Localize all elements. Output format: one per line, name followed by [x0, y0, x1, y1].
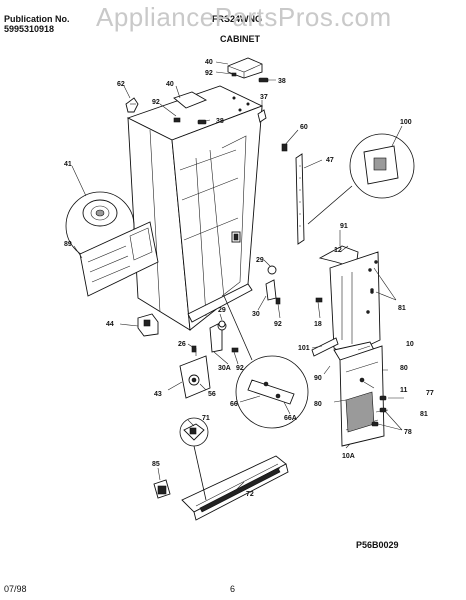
callout-label: 66 — [230, 401, 238, 408]
side-panel-part — [329, 251, 381, 357]
publication-label: Publication No. — [4, 14, 70, 24]
callout-label: 92 — [236, 365, 244, 372]
leg-bracket-part — [209, 321, 227, 353]
hinge-bar-part — [311, 337, 339, 357]
callout-label: 71 — [202, 415, 210, 422]
callout-label: 92 — [274, 321, 282, 328]
callout-label: 10A — [342, 453, 355, 460]
callout-label: 85 — [152, 461, 160, 468]
section-title: CABINET — [220, 34, 260, 44]
leveling-bracket-part — [137, 313, 159, 337]
callout-labels: 40 92 38 62 40 92 38 37 60 47 100 41 89 … — [64, 59, 434, 498]
small-bolts-part — [265, 260, 378, 305]
watermark: AppliancePartsPros.com — [96, 2, 392, 32]
callout-label: 89 — [64, 241, 72, 248]
callout-label: 47 — [326, 157, 334, 164]
callout-label: 56 — [208, 391, 216, 398]
publication-number: 5995310918 — [4, 24, 55, 34]
model-number: FRS24WNG — [212, 14, 263, 24]
callout-label: 80 — [314, 401, 322, 408]
callout-label: 91 — [340, 223, 348, 230]
roller-bracket-part — [179, 348, 211, 399]
callout-label: 92 — [152, 99, 160, 106]
diagram-code: P56B0029 — [356, 540, 399, 550]
callout-label: 81 — [398, 305, 406, 312]
callout-label: 100 — [400, 119, 412, 126]
callout-label: 77 — [426, 390, 434, 397]
callout-label: 92 — [205, 70, 213, 77]
latch-bracket-part — [307, 133, 415, 225]
clip-part — [257, 109, 267, 123]
toe-plate-part — [339, 345, 385, 447]
vertical-rail-part — [295, 153, 305, 245]
callout-label: 90 — [314, 375, 322, 382]
callout-label: 10 — [406, 341, 414, 348]
callout-label: 62 — [117, 81, 125, 88]
cabinet-body — [126, 85, 264, 331]
callout-label: 30 — [252, 311, 260, 318]
drain-pan-roll-part — [65, 191, 135, 261]
callout-label: 37 — [260, 94, 268, 101]
foot-pad-part — [153, 479, 171, 499]
callout-label: 43 — [154, 391, 162, 398]
callout-label: 72 — [246, 491, 254, 498]
callout-label: 101 — [298, 345, 310, 352]
callout-label: 60 — [300, 124, 308, 131]
callout-label: 40 — [205, 59, 213, 66]
callout-label: 30A — [218, 365, 231, 372]
callout-label: 78 — [404, 429, 412, 436]
callout-label: 11 — [400, 387, 408, 394]
toe-grille-part — [181, 445, 289, 521]
callout-label: 41 — [64, 161, 72, 168]
callout-label: 38 — [216, 118, 224, 125]
callout-label: 44 — [106, 321, 114, 328]
washer-part — [218, 320, 226, 328]
callout-label: 29 — [218, 307, 226, 314]
hinge-bracket-part — [125, 97, 139, 113]
detail-magnifier — [223, 295, 309, 429]
callout-label: 38 — [278, 78, 286, 85]
callout-label: 80 — [400, 365, 408, 372]
callout-label: 29 — [256, 257, 264, 264]
grille-clip-part — [179, 417, 209, 447]
callout-label: 18 — [314, 321, 322, 328]
hinge-screw-part — [231, 72, 237, 77]
callout-label: 81 — [420, 411, 428, 418]
callout-label: 40 — [166, 81, 174, 88]
page-number: 6 — [230, 584, 236, 594]
callout-label: 12 — [334, 247, 342, 254]
leader-lines — [71, 61, 404, 491]
door-stop-part — [359, 377, 365, 383]
top-hinge-cover-part — [227, 57, 263, 79]
callout-label: 66A — [284, 415, 297, 422]
compressor-panel-part — [79, 221, 159, 297]
rail-screw-part — [281, 143, 288, 152]
footer-date: 07/98 — [4, 584, 27, 594]
callout-label: 26 — [178, 341, 186, 348]
hinge-bolt-part — [258, 77, 269, 83]
